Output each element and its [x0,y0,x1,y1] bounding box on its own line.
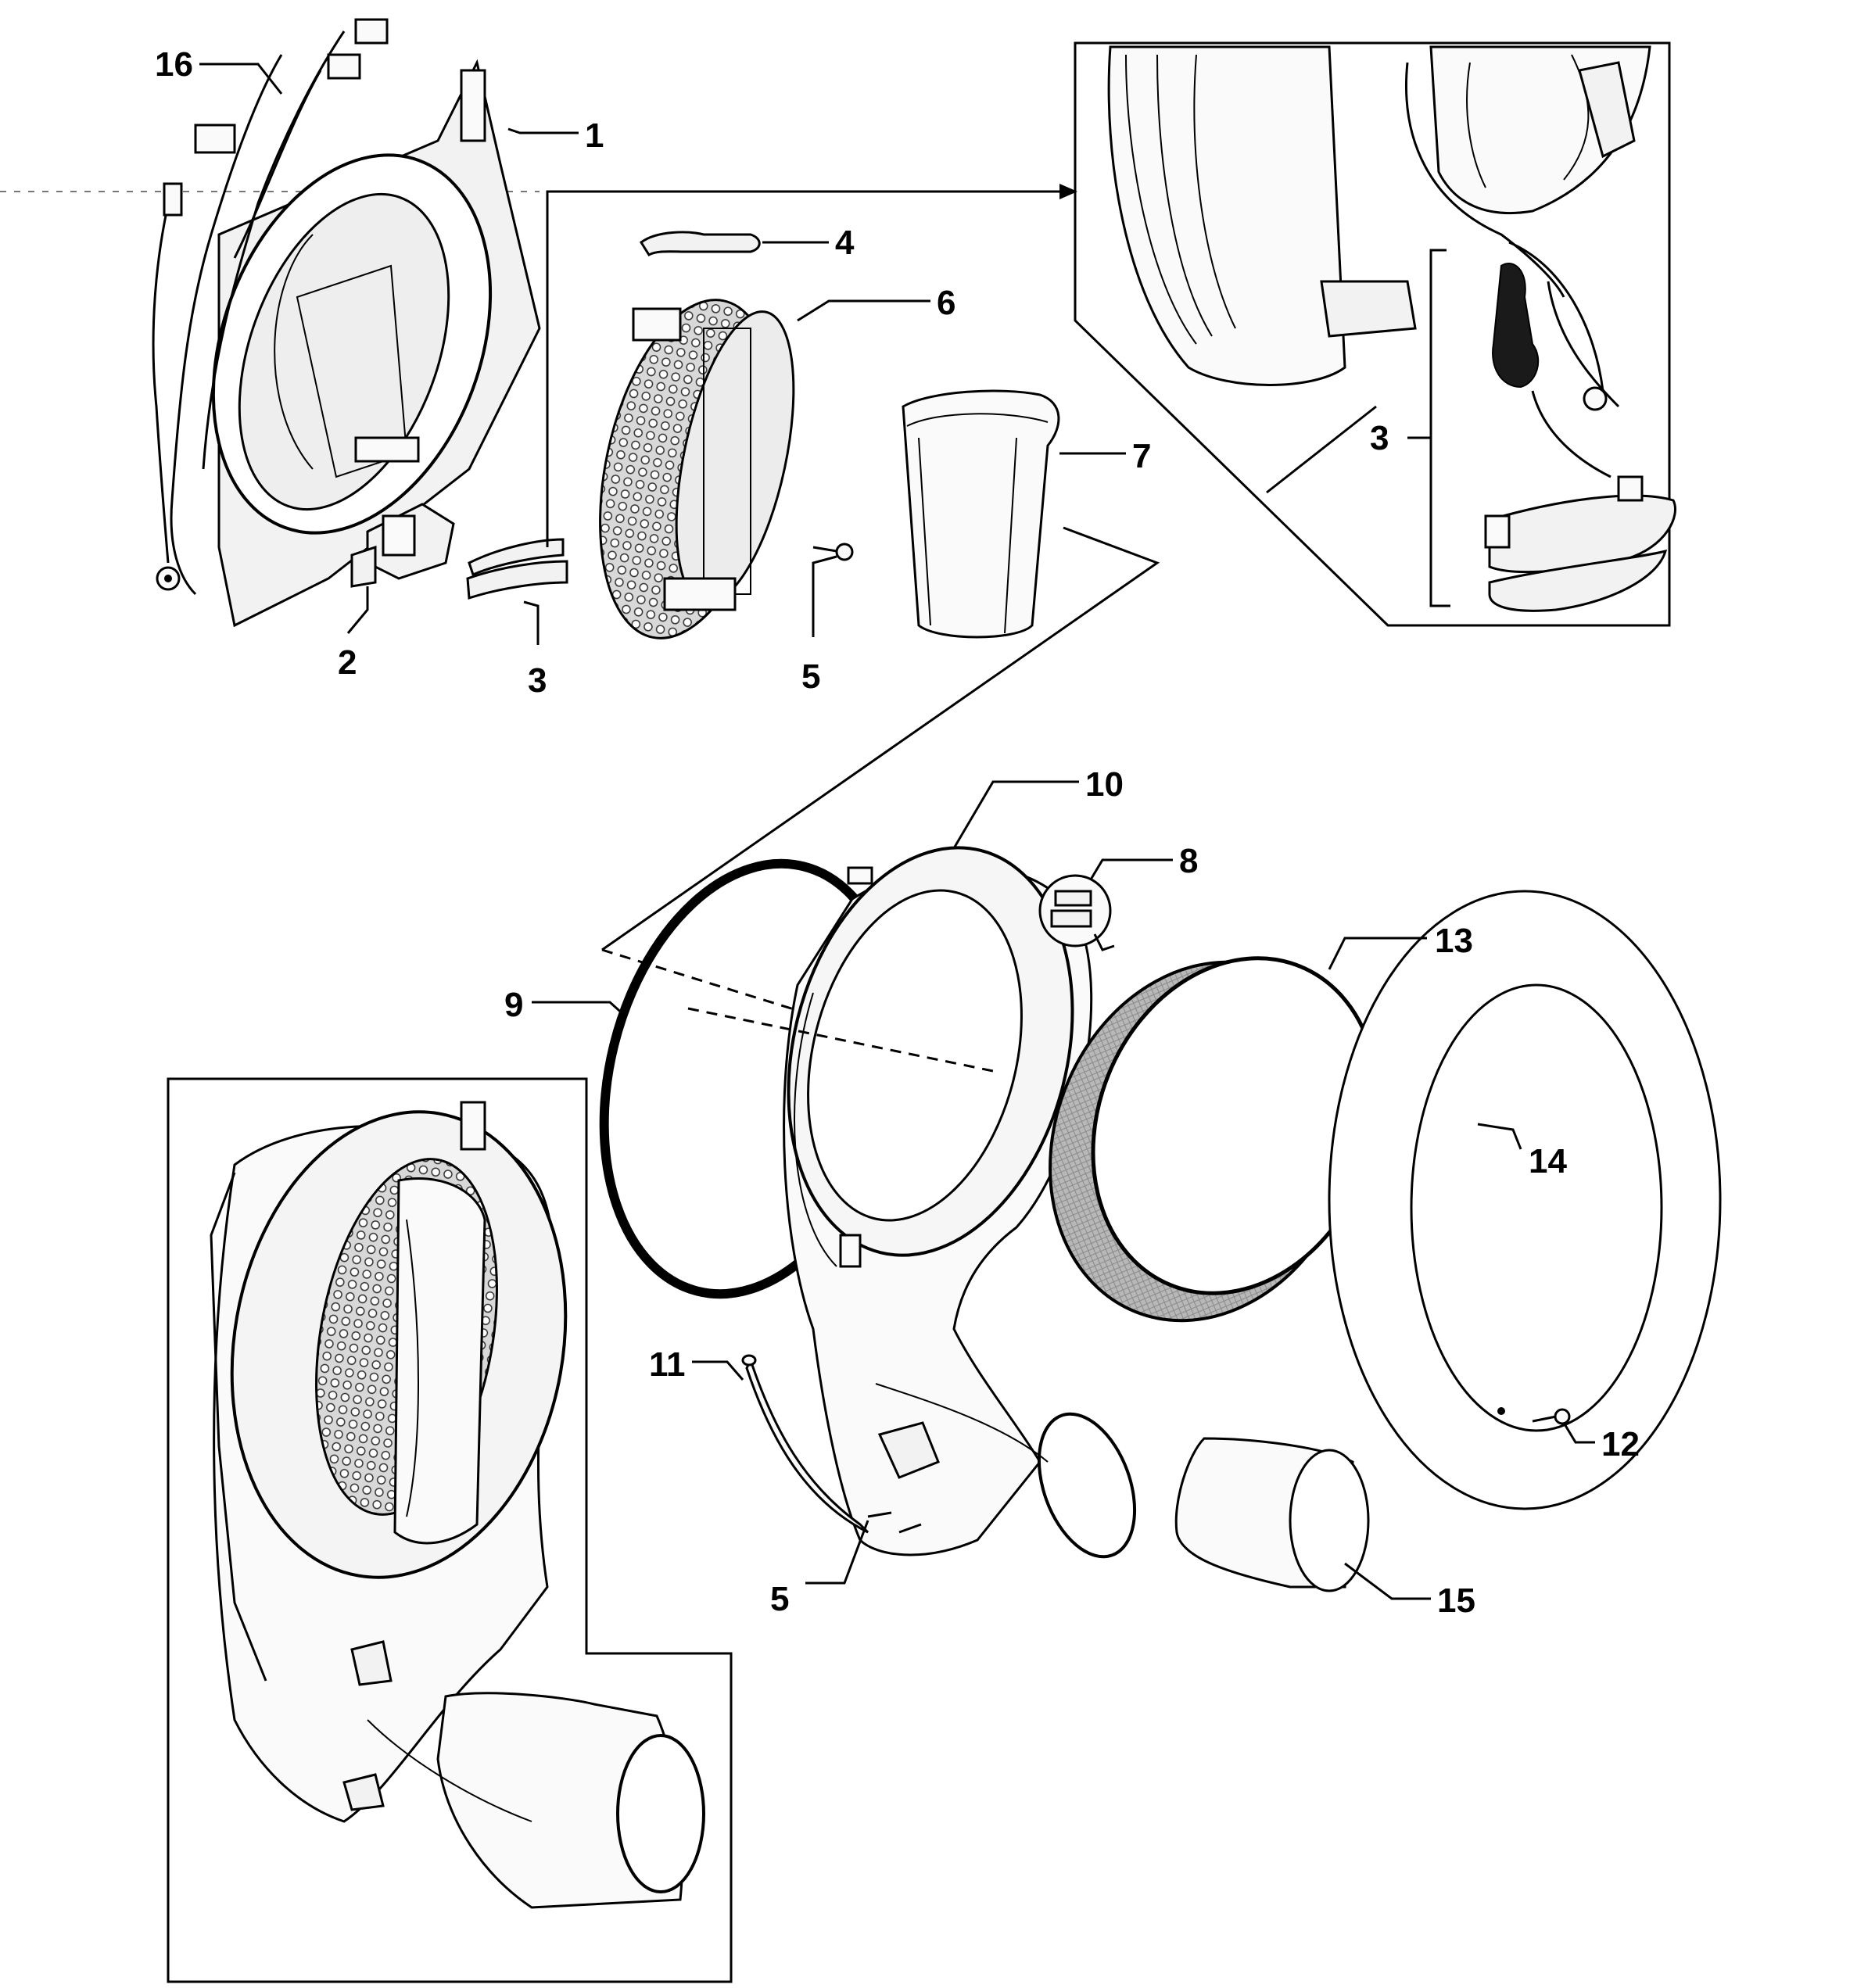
callout-14: 14 [1529,1142,1567,1180]
callout-6: 6 [937,284,955,322]
callout-8: 8 [1179,842,1198,880]
assembled-bulkhead-inset [167,1077,733,1983]
wire-harness-part [152,18,389,596]
callout-9: 9 [504,986,523,1024]
screw-part-top [812,543,854,561]
callout-4: 4 [835,224,855,262]
callout-3: 3 [528,661,547,700]
exhaust-duct-part [1174,1437,1370,1592]
callout-3-inset: 3 [1370,419,1389,457]
callout-10: 10 [1085,765,1124,804]
callout-7: 7 [1132,437,1151,475]
callout-5: 5 [801,657,820,696]
callout-11: 11 [649,1345,686,1384]
callout-1: 1 [585,116,604,155]
lint-filter-housing-part [599,299,795,639]
sensor-bar-part [466,538,568,600]
felt-seal-part [1328,890,1722,1510]
callout-labels: 16 1 4 6 7 2 3 5 3 10 8 13 9 14 11 12 5 … [155,45,1640,1620]
door-switch-part [350,503,455,588]
drum-glide-ring-part [1049,956,1380,1323]
screw-part-mid [867,1511,922,1534]
callout-12: 12 [1601,1425,1640,1463]
sensor-detail-inset [1074,41,1676,627]
screw-part-12 [1532,1408,1571,1425]
clip-part [639,231,761,257]
leader-lines [199,63,1595,1600]
front-bulkhead-part [211,59,541,628]
callout-5-lower: 5 [770,1580,789,1618]
callout-13: 13 [1435,922,1473,960]
clips-part [1038,874,1115,951]
felt-strip-part [741,1354,869,1534]
callout-2: 2 [338,643,357,682]
callout-15: 15 [1437,1581,1475,1620]
front-bulkhead-duct-part [687,846,1137,1559]
lint-filter-part [902,389,1060,639]
callout-16: 16 [155,45,193,84]
